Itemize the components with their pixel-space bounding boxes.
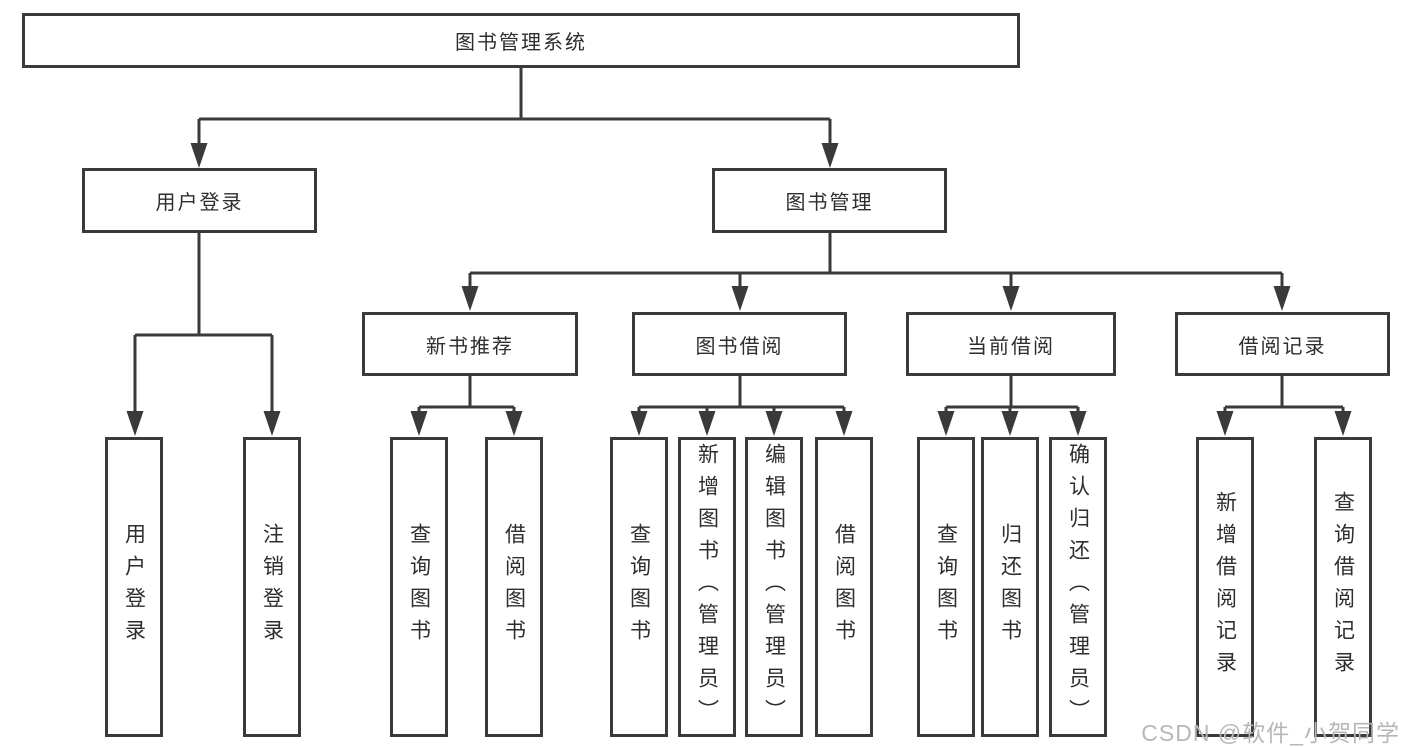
leaf-borrow-books: 借阅图书 [815,437,873,737]
node-current-borrowing: 当前借阅 [906,312,1116,376]
node-label: 归还图书 [998,523,1022,651]
node-new-book-recommendation: 新书推荐 [362,312,578,376]
node-label: 当前借阅 [967,335,1055,358]
node-label: 借阅图书 [832,523,856,651]
node-label: 图书管理系统 [455,32,587,54]
node-borrowing-records: 借阅记录 [1175,312,1390,376]
arrowheads [126,143,1352,436]
node-label: 新增图书（管理员） [695,443,719,731]
node-label: 注销登录 [260,523,284,651]
node-user-login: 用户登录 [82,168,317,233]
connector-lines [133,68,1345,420]
leaf-confirm-return-admin: 确认归还（管理员） [1049,437,1107,737]
leaf-query-books-borrowing: 查询图书 [610,437,668,737]
leaf-query-borrow-record: 查询借阅记录 [1314,437,1372,737]
leaf-logout-login: 注销登录 [243,437,301,737]
leaf-borrow-books-recommend: 借阅图书 [485,437,543,737]
node-label: 用户登录 [122,523,146,651]
leaf-user-login: 用户登录 [105,437,163,737]
leaf-add-borrow-record: 新增借阅记录 [1196,437,1254,737]
leaf-query-books-current: 查询图书 [917,437,975,737]
node-label: 查询图书 [407,523,431,651]
node-book-borrowing: 图书借阅 [632,312,847,376]
node-label: 查询图书 [934,523,958,651]
leaf-add-books-admin: 新增图书（管理员） [678,437,736,737]
node-label: 图书借阅 [695,335,784,358]
node-library-system: 图书管理系统 [22,13,1020,68]
node-label: 图书管理 [785,192,874,214]
leaf-edit-books-admin: 编辑图书（管理员） [745,437,803,737]
node-label: 用户登录 [155,192,244,214]
node-label: 借阅图书 [502,523,526,651]
node-book-management: 图书管理 [712,168,947,233]
node-label: 新书推荐 [426,335,514,358]
node-label: 查询图书 [627,523,651,651]
csdn-watermark: CSDN @软件_小贺同学 [1141,720,1400,746]
leaf-return-books: 归还图书 [981,437,1039,737]
leaf-query-books-recommend: 查询图书 [390,437,448,737]
node-label: 编辑图书（管理员） [762,443,786,731]
node-label: 确认归还（管理员） [1066,443,1090,731]
node-label: 借阅记录 [1238,335,1327,358]
node-label: 新增借阅记录 [1213,491,1237,683]
node-label: 查询借阅记录 [1331,491,1355,683]
